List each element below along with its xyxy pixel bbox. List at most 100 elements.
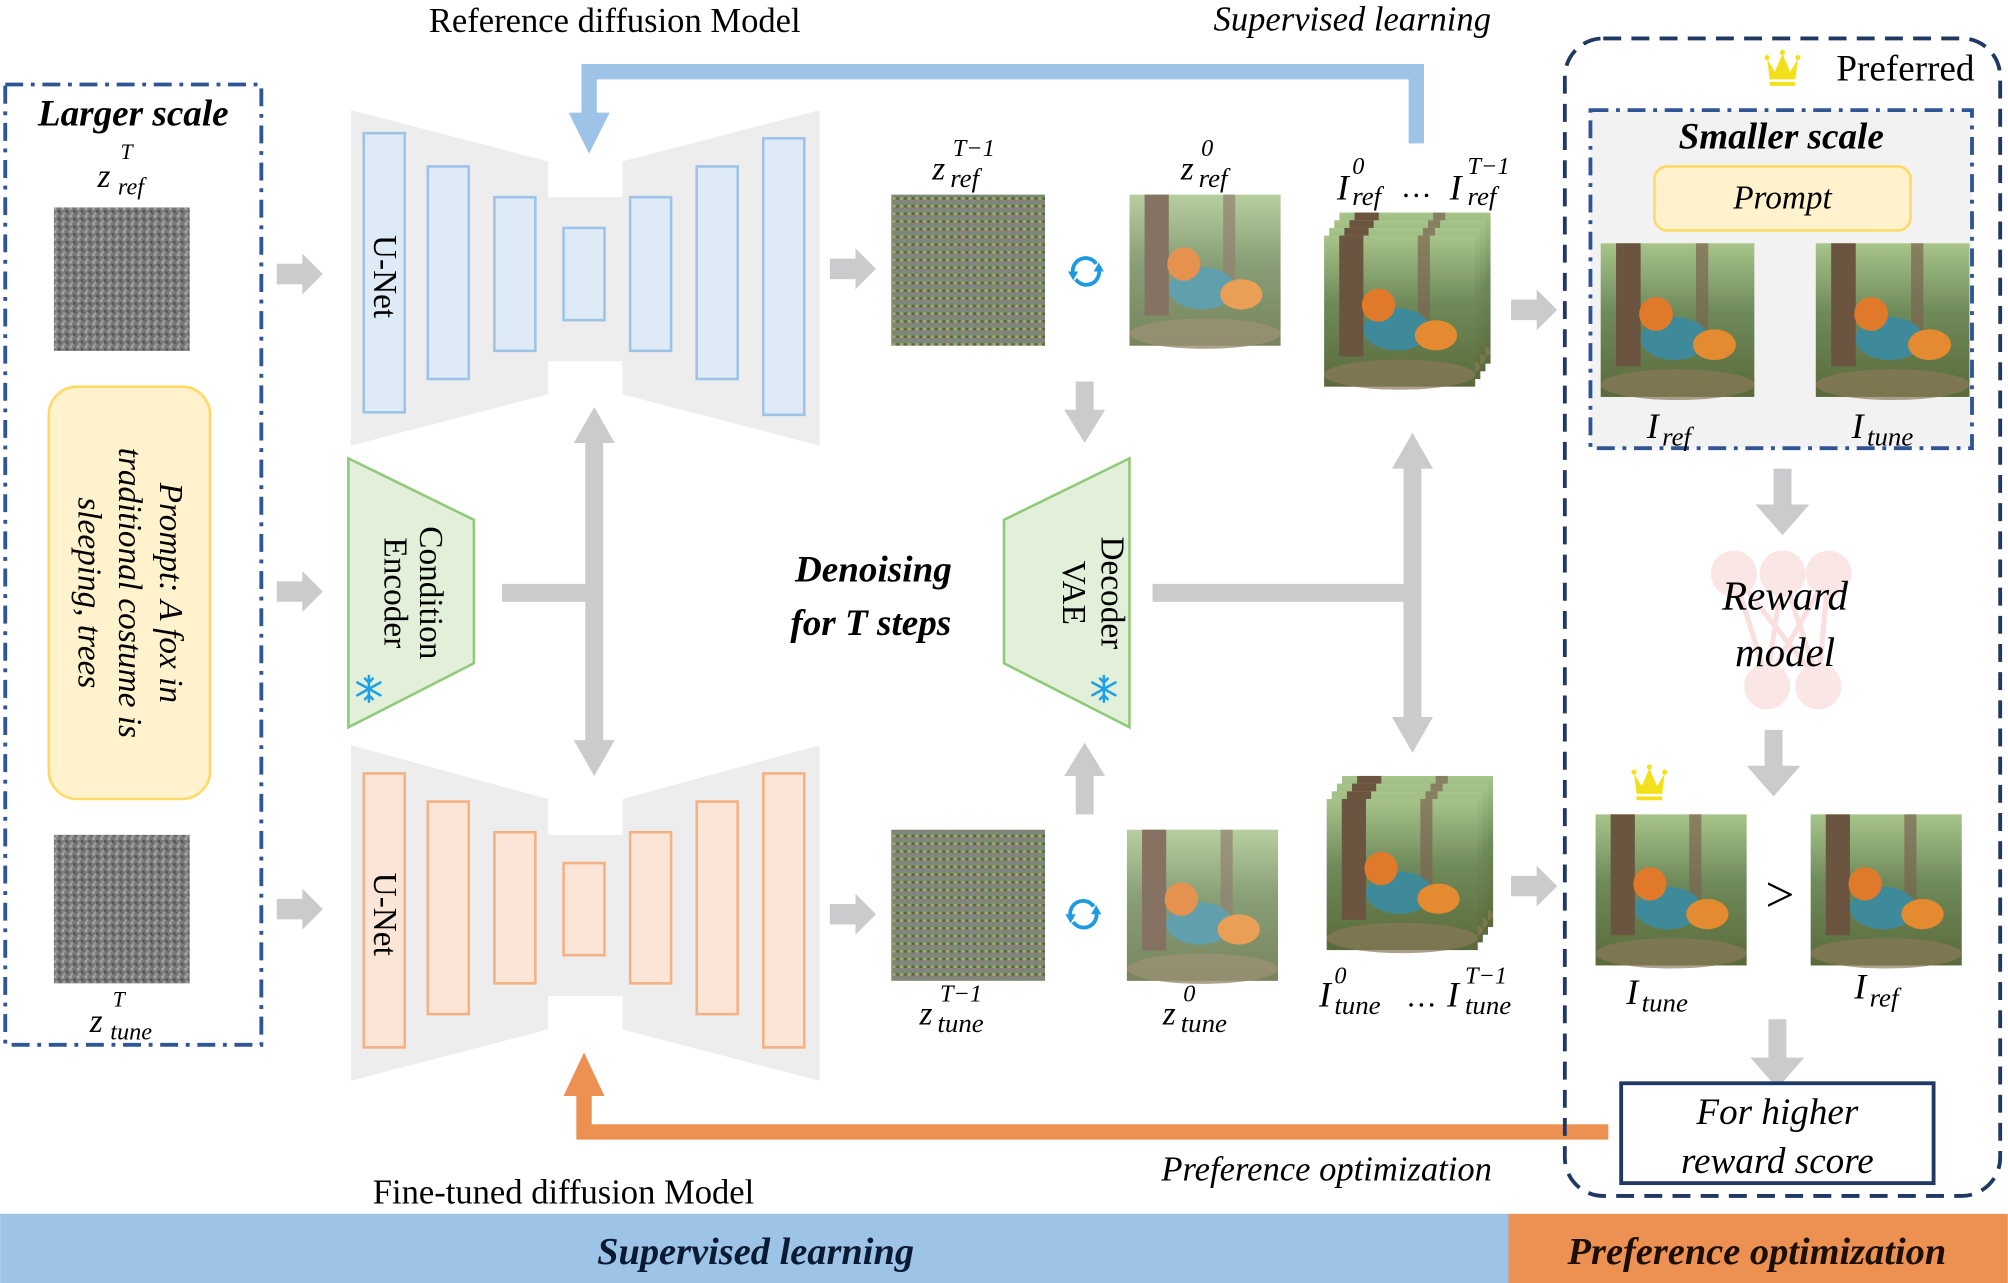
z-sub: tune xyxy=(937,1008,983,1038)
arrow-head-icon xyxy=(568,112,610,154)
input-arrows xyxy=(276,253,323,930)
denoised-latent-tune xyxy=(1126,829,1279,984)
ellipsis: … xyxy=(1401,170,1432,204)
higher-reward-box xyxy=(1619,1081,1936,1186)
z-ref-0-label: z 0 ref xyxy=(1180,135,1231,193)
noise-image-ref xyxy=(53,207,190,351)
refresh-cycle-icon xyxy=(1063,898,1104,930)
I-base: I xyxy=(1646,406,1661,446)
I-sub: ref xyxy=(1662,422,1694,452)
I-base: I xyxy=(1446,974,1461,1014)
prompt-text: Prompt: A fox in traditional costume is … xyxy=(70,448,189,738)
encoder-label: Encoder xyxy=(376,537,413,648)
arrow-down-icon xyxy=(573,740,615,776)
z-sup: T−1 xyxy=(953,135,995,162)
arrow-down-icon xyxy=(1750,1057,1805,1089)
prompt-small-label: Prompt xyxy=(1732,180,1832,217)
vae-decoder: VAE Decoder xyxy=(1002,456,1131,730)
supervised-learning-bar xyxy=(0,1213,1509,1283)
denoising-line-2: for T steps xyxy=(790,603,951,644)
z-sub: tune xyxy=(110,1019,152,1046)
supervised-arrow-label: Supervised learning xyxy=(1214,1,1491,39)
noise-image-tune xyxy=(53,834,190,984)
vae-connectors xyxy=(1064,381,1433,815)
preference-optimization-bar xyxy=(1508,1213,2008,1283)
I-tune-label: I tune xyxy=(1625,972,1688,1018)
z-sup: 0 xyxy=(1201,135,1213,162)
supervised-learning-arrow xyxy=(568,64,1424,154)
I-ref-seq-label: I 0 ref … I T−1 ref xyxy=(1336,153,1510,211)
z-sup: T xyxy=(113,987,127,1011)
I-sub: ref xyxy=(1468,181,1500,211)
larger-scale-title: Larger scale xyxy=(37,93,229,134)
refresh-cycle-icon xyxy=(1066,256,1106,287)
comparison-symbol: > xyxy=(1766,867,1795,924)
I-sup: T−1 xyxy=(1465,962,1507,989)
arrow-right-icon xyxy=(1511,865,1558,907)
arrow-down-icon xyxy=(1064,409,1106,444)
arrow-down-icon xyxy=(1746,765,1801,797)
arrow-down-icon xyxy=(1755,504,1810,536)
unet-top: U-Net xyxy=(350,110,820,446)
preference-optimization-arrow xyxy=(563,1052,1609,1140)
I-sub: tune xyxy=(1642,988,1688,1018)
unet-bottom: U-Net xyxy=(350,745,820,1081)
I-base: I xyxy=(1318,974,1333,1014)
image-tune-small xyxy=(1815,243,1970,401)
I-sub: ref xyxy=(1870,982,1902,1012)
I-tune-small-label: I tune xyxy=(1851,406,1914,452)
arrow-right-icon xyxy=(276,571,323,613)
z-sup: T xyxy=(120,140,134,164)
arrow-right-icon xyxy=(276,888,323,930)
I-sup: 0 xyxy=(1352,153,1364,180)
decoder-label: Decoder xyxy=(1093,536,1130,649)
denoising-label: Denoising for T steps xyxy=(790,549,951,644)
z-tune-T-label: z T tune xyxy=(89,987,153,1045)
z-sup: T−1 xyxy=(940,980,982,1007)
finetuned-model-title: Fine-tuned diffusion Model xyxy=(373,1174,754,1212)
tune-latent-row: z T−1 tune z 0 tune I 0 tune … I T−1 tun… xyxy=(829,775,1558,1038)
higher-reward-line-2: reward score xyxy=(1681,1141,1874,1182)
z-sub: ref xyxy=(118,174,147,201)
I-ref-small-label: I ref xyxy=(1646,406,1695,452)
preference-panel: Preferred Smaller scale Prompt I ref I t… xyxy=(1562,36,2003,1198)
z-base: z xyxy=(96,158,110,195)
I-sup: T−1 xyxy=(1468,153,1510,180)
arrow-up-icon xyxy=(1391,432,1433,469)
z-sub: ref xyxy=(950,163,982,193)
arrow-right-icon xyxy=(829,893,876,935)
z-tune-0-label: z 0 tune xyxy=(1162,980,1227,1038)
I-sup: 0 xyxy=(1334,962,1346,989)
denoised-latent-ref xyxy=(1129,194,1281,349)
footer-preference-label: Preference optimization xyxy=(1567,1231,1947,1273)
preferred-label: Preferred xyxy=(1836,49,1975,90)
ref-latent-row: z T−1 ref z 0 ref I 0 ref … I T−1 ref xyxy=(829,135,1558,390)
z-sub: tune xyxy=(1181,1008,1227,1038)
I-sub: tune xyxy=(1465,990,1511,1020)
arrow-right-icon xyxy=(276,253,323,295)
I-sub: ref xyxy=(1352,181,1384,211)
prompt-small-box xyxy=(1653,165,1912,232)
condition-encoder: Condition Encoder xyxy=(347,456,476,730)
image-stack-tune xyxy=(1326,775,1494,954)
z-sub: ref xyxy=(1199,163,1231,193)
image-tune-preferred xyxy=(1595,814,1747,969)
arrow-up-icon xyxy=(1064,742,1106,776)
footer-supervised-label: Supervised learning xyxy=(597,1231,914,1273)
arrow-up-icon xyxy=(573,407,615,444)
prompt-line-2: traditional costume is xyxy=(111,448,148,738)
image-ref-small xyxy=(1600,243,1755,401)
arrow-down-icon xyxy=(1391,717,1433,753)
arrow-right-icon xyxy=(829,248,876,290)
z-base: z xyxy=(931,150,945,187)
I-base: I xyxy=(1449,168,1464,208)
I-base: I xyxy=(1853,967,1868,1007)
z-base: z xyxy=(89,1003,103,1040)
crown-icon xyxy=(1631,764,1668,801)
I-base: I xyxy=(1336,168,1351,208)
z-sup: 0 xyxy=(1183,980,1195,1007)
image-stack-ref xyxy=(1324,212,1491,390)
unet-bottom-label: U-Net xyxy=(366,873,403,957)
prompt-line-1: Prompt: A fox in xyxy=(152,482,189,703)
